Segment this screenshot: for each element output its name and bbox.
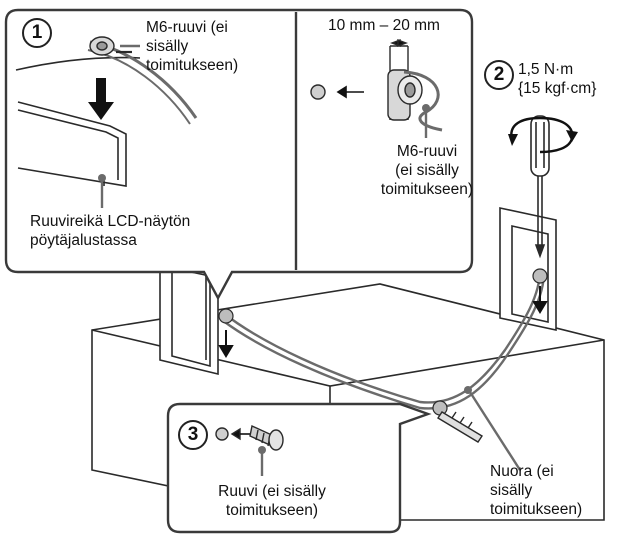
step1b-screw-label-line2: (ei sisälly <box>395 162 459 179</box>
torque-label-line1: 1,5 N·m <box>518 61 574 78</box>
step3-screw-label: Ruuvi (ei sisälly toimitukseen) <box>192 482 352 520</box>
step1b-screw-label-line3: toimitukseen) <box>380 181 474 198</box>
step1-hole-label-line2: pöytäjalustassa <box>30 232 137 249</box>
step-number-badge-2: 2 <box>484 60 514 90</box>
torque-label: 1,5 N·m {15 kgf·cm} <box>518 60 596 98</box>
step1-hole-dot <box>98 174 106 182</box>
step1-screw-label: M6-ruuvi (ei sisälly toimitukseen) <box>146 18 238 75</box>
step3-drawing <box>215 424 284 451</box>
callout-step3 <box>166 402 432 534</box>
wall-hole <box>310 84 326 100</box>
step3-screw-label-line2: toimitukseen) <box>225 502 319 519</box>
step-number-badge-3: 3 <box>178 420 208 450</box>
cord-label-line2: sisälly <box>490 482 533 499</box>
step1b-screw-label-line1: M6-ruuvi <box>396 143 458 160</box>
cord-pointer <box>468 391 522 471</box>
dimension-label: 10 mm – 20 mm <box>328 17 440 34</box>
down-arrow-left <box>218 286 548 358</box>
screwdriver <box>530 115 550 259</box>
step1-down-arrow <box>88 78 114 120</box>
torque-label-line2: {15 kgf·cm} <box>518 80 597 97</box>
cord-pointer-dot <box>464 386 472 394</box>
step1-hole-label: Ruuvireikä LCD-näytön pöytäjalustassa <box>30 212 190 250</box>
cord-screws <box>437 411 483 443</box>
cord-knot <box>218 268 548 416</box>
step1b-screw-dot <box>422 104 430 112</box>
step1-hole-label-line1: Ruuvireikä LCD-näytön <box>30 213 191 230</box>
tv-base-panel <box>159 249 219 376</box>
step3-screw-dot <box>258 446 266 454</box>
step1-screw <box>89 36 132 56</box>
callout-step1 <box>4 8 474 301</box>
step-number-badge-1: 1 <box>22 18 52 48</box>
step1b-screw-label: M6-ruuvi (ei sisälly toimitukseen) <box>362 142 492 199</box>
step3-screw-label-line1: Ruuvi (ei sisälly <box>218 483 326 500</box>
rotation-arrow <box>508 116 578 154</box>
left-arrow <box>336 85 364 99</box>
step1-screw-label-line3: toimitukseen) <box>146 57 239 74</box>
step1-screw-label-line2: sisälly <box>146 38 189 55</box>
step1-screw-label-line1: M6-ruuvi (ei <box>146 19 228 36</box>
cord <box>221 269 546 410</box>
cord-label-line3: toimitukseen) <box>490 501 583 518</box>
cord-label: Nuora (ei sisälly toimitukseen) <box>490 462 582 519</box>
cord-label-line1: Nuora (ei <box>490 463 554 480</box>
